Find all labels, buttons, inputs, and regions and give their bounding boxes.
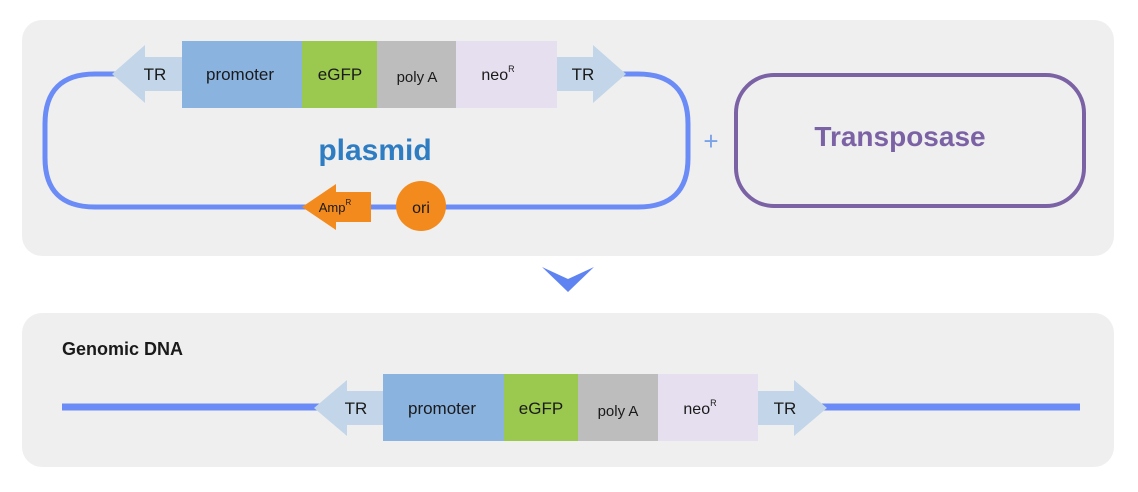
top-polya-label: poly A — [397, 69, 438, 86]
genomic-dna-title: Genomic DNA — [62, 339, 183, 359]
top-neo-label: neoR — [481, 64, 515, 84]
top-tr-left-label: TR — [144, 65, 167, 84]
ampr-superscript: R — [345, 198, 351, 207]
bottom-egfp-block — [504, 374, 579, 441]
bottom-egfp-label: eGFP — [519, 399, 563, 418]
top-polya-block — [377, 41, 457, 108]
bottom-neo-block — [658, 374, 758, 441]
bottom-polya-block — [578, 374, 659, 441]
bottom-tr-left-label: TR — [345, 399, 368, 418]
ampr-text: Amp — [319, 200, 346, 215]
transposase-label: Transposase — [814, 121, 985, 152]
bottom-promoter-label: promoter — [408, 399, 476, 418]
bottom-promoter-block — [383, 374, 505, 441]
transposase-box — [734, 73, 1086, 208]
top-egfp-label: eGFP — [318, 65, 362, 84]
top-promoter-block — [182, 41, 303, 108]
plasmid-label: plasmid — [318, 134, 431, 167]
bottom-polya-label: poly A — [598, 403, 639, 420]
top-neo-block — [456, 41, 557, 108]
bottom-neo-label: neoR — [683, 398, 717, 418]
ampr-arrow — [302, 184, 371, 230]
down-arrow — [542, 267, 594, 292]
top-neo-superscript: R — [508, 64, 515, 74]
bottom-tr-right-label: TR — [774, 399, 797, 418]
bottom-tr-left-arrow — [314, 380, 384, 436]
top-egfp-block — [302, 41, 378, 108]
ori-circle — [396, 181, 446, 231]
top-neo-text: neo — [481, 67, 508, 84]
top-tr-right-arrow — [557, 45, 626, 103]
ampr-label: AmpR — [319, 198, 352, 215]
top-tr-right-label: TR — [572, 65, 595, 84]
ori-label: ori — [412, 200, 430, 217]
bottom-neo-text: neo — [683, 401, 710, 418]
plus-sign: + — [703, 126, 718, 156]
top-promoter-label: promoter — [206, 65, 274, 84]
bottom-neo-superscript: R — [710, 398, 717, 408]
top-tr-left-arrow — [112, 45, 183, 103]
bottom-tr-right-arrow — [758, 380, 827, 436]
